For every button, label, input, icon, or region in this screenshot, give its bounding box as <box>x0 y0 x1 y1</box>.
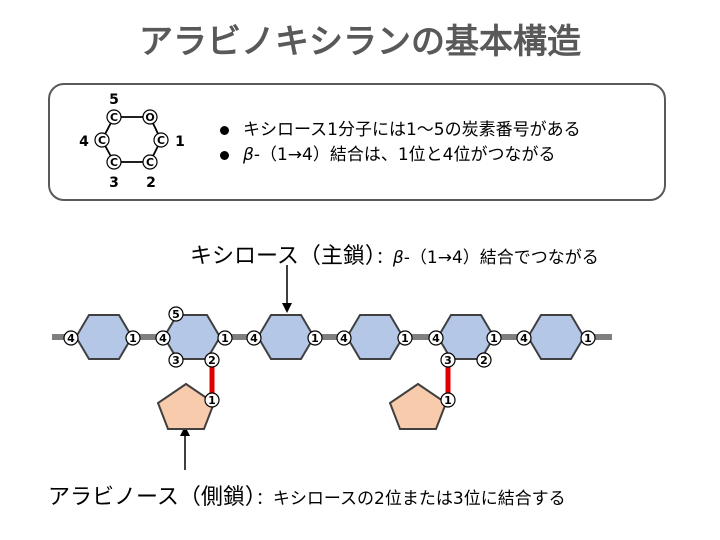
main-chain-colon: ： <box>375 248 393 268</box>
xylose-position-number-circle <box>168 306 184 322</box>
legend-ring-carbon: C <box>110 111 118 124</box>
legend-ring-carbon: C <box>157 134 165 147</box>
arabinose-position-number: 1 <box>208 394 216 407</box>
xylose-position-number-circle <box>428 330 444 346</box>
xylose-position-number-circle <box>307 330 323 346</box>
xylose-position-number-circle <box>217 330 233 346</box>
legend-ring-carbon-circle <box>153 132 169 148</box>
bullet-item: キシロース1分子には1〜5の炭素番号がある <box>220 118 581 143</box>
xylose-position-number: 1 <box>490 332 498 345</box>
main-chain-description: -（1→4）結合でつながる <box>403 248 599 268</box>
xylose-position-number: 3 <box>444 354 452 367</box>
xylose-position-number-circle <box>63 330 79 346</box>
legend-ring-carbon: C <box>146 156 154 169</box>
main-chain-arrow-head <box>282 303 292 313</box>
xylose-position-number: 4 <box>67 332 75 345</box>
bullet-beta: β <box>243 145 254 165</box>
legend-ring-carbon-circle <box>106 154 122 170</box>
bullet-text: キシロース1分子には1〜5の炭素番号がある <box>243 120 581 140</box>
xylose-position-number: 4 <box>520 332 528 345</box>
bullet-dot-icon <box>220 151 229 160</box>
legend-position-number: 1 <box>175 134 185 150</box>
xylose-position-number: 4 <box>432 332 440 345</box>
xylose-position-number-circle <box>516 330 532 346</box>
xylose-position-number: 4 <box>340 332 348 345</box>
xylose-position-number-circle <box>397 330 413 346</box>
bullet-item: β -（1→4）結合は、1位と4位がつながる <box>220 143 581 168</box>
xylose-position-number: 1 <box>311 332 319 345</box>
arabinose-ring <box>388 382 448 430</box>
arabinose-ring <box>156 382 216 430</box>
legend-position-number: 2 <box>146 175 156 191</box>
xylose-position-number-circle <box>204 352 220 368</box>
xylose-ring <box>526 314 586 360</box>
bullet-dot-icon <box>220 126 229 135</box>
arabinose-position-number-circle <box>440 392 456 408</box>
main-chain-name: キシロース（主鎖） <box>190 244 376 269</box>
legend-ring-carbon-circle <box>142 154 158 170</box>
main-chain-label: キシロース（主鎖）：β-（1→4）結合でつながる <box>190 238 599 270</box>
legend-ring-oxygen: O <box>145 111 154 124</box>
xylose-position-number-circle <box>125 330 141 346</box>
side-chain-name: アラビノース（側鎖） <box>48 485 256 510</box>
page-title: アラビノキシランの基本構造 <box>139 22 581 62</box>
xylose-position-number: 5 <box>172 308 180 321</box>
legend-ring-carbon-circle <box>106 109 122 125</box>
xylose-position-number: 2 <box>208 354 216 367</box>
xylose-position-number-circle <box>336 330 352 346</box>
xylose-ring <box>256 314 316 360</box>
xylose-ring <box>436 314 496 360</box>
xylose-position-number: 2 <box>480 354 488 367</box>
bullet-text: -（1→4）結合は、1位と4位がつながる <box>253 145 556 165</box>
xylose-position-number: 1 <box>129 332 137 345</box>
xylose-position-number: 3 <box>172 354 180 367</box>
xylose-ring <box>74 314 134 360</box>
legend-bullets: キシロース1分子には1〜5の炭素番号がある β -（1→4）結合は、1位と4位が… <box>220 118 581 168</box>
side-chain-description: キシロースの2位または3位に結合する <box>272 489 566 509</box>
xylose-position-number-circle <box>476 352 492 368</box>
legend-position-number: 3 <box>109 175 119 191</box>
side-chain-label: アラビノース（側鎖）：キシロースの2位または3位に結合する <box>48 479 566 511</box>
main-chain-beta: β <box>392 248 404 268</box>
legend-ring-oxygen-circle <box>142 109 158 125</box>
xylose-position-number-circle <box>168 352 184 368</box>
xylose-position-number: 4 <box>250 332 258 345</box>
legend-position-number: 5 <box>109 92 119 108</box>
xylose-position-number: 1 <box>401 332 409 345</box>
side-chain-colon: ： <box>255 489 273 509</box>
xylose-position-number: 1 <box>221 332 229 345</box>
xylose-position-number-circle <box>440 352 456 368</box>
legend-position-number: 4 <box>79 134 89 150</box>
legend-box <box>48 83 666 201</box>
xylose-ring <box>162 314 222 360</box>
xylose-position-number: 1 <box>584 332 592 345</box>
xylose-position-number: 4 <box>159 332 167 345</box>
xylose-ring <box>345 314 405 360</box>
arabinose-position-number-circle <box>204 392 220 408</box>
legend-ring-carbon-circle <box>94 132 110 148</box>
arabinose-position-number: 1 <box>444 394 452 407</box>
legend-ring-carbon: C <box>98 134 106 147</box>
xylose-position-number-circle <box>155 330 171 346</box>
legend-ring-carbon: C <box>110 156 118 169</box>
xylose-position-number-circle <box>246 330 262 346</box>
xylose-position-number-circle <box>580 330 596 346</box>
xylose-position-number-circle <box>486 330 502 346</box>
side-chain-arrow-head <box>180 426 190 436</box>
